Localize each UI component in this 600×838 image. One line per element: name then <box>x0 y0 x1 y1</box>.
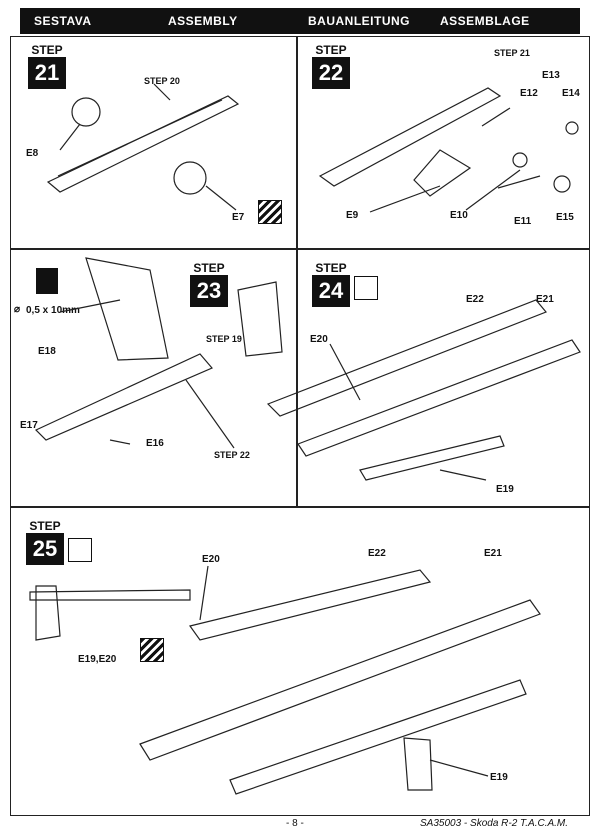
panel-divider-vertical <box>296 36 298 506</box>
step-label: STEP <box>29 519 61 533</box>
callout-e20-s25: E20 <box>202 554 220 565</box>
callout-e22-s24: E22 <box>466 294 484 305</box>
callout-e14: E14 <box>562 88 580 99</box>
cradle-e22-s24 <box>266 299 547 417</box>
kit-title: SA35003 - Skoda R-2 T.A.C.A.M. <box>420 818 569 829</box>
shield-part <box>85 257 169 361</box>
rod-e19e20 <box>29 589 191 601</box>
glue-icon <box>36 268 58 294</box>
callout-e21-s24: E21 <box>536 294 554 305</box>
step-label: STEP <box>315 43 347 57</box>
step-23-badge: STEP 23 <box>190 262 228 307</box>
diameter-icon: ⌀ <box>14 304 21 315</box>
panel-divider-row2 <box>10 506 590 508</box>
callout-step19: STEP 19 <box>206 334 242 344</box>
header-bar: SESTAVA ASSEMBLY BAUANLEITUNG ASSEMBLAGE <box>20 8 580 34</box>
callout-e21-s25: E21 <box>484 548 502 559</box>
callout-e10: E10 <box>450 210 468 221</box>
page-number: - 8 - <box>286 818 304 829</box>
step-number: 22 <box>312 57 350 89</box>
part-e10 <box>512 152 528 168</box>
panel-divider-row1 <box>10 248 590 250</box>
part-e9 <box>413 149 472 197</box>
part-e8 <box>71 97 101 127</box>
callout-e19e20: E19,E20 <box>78 654 117 665</box>
callout-e12: E12 <box>520 88 538 99</box>
step-label: STEP <box>315 261 347 275</box>
header-german: BAUANLEITUNG <box>308 14 410 28</box>
part-e15 <box>553 175 571 193</box>
callout-e22-s25: E22 <box>368 548 386 559</box>
barrel-e21-s24 <box>297 339 581 457</box>
step-number: 25 <box>26 533 64 565</box>
callout-step21: STEP 21 <box>494 48 530 58</box>
callout-e8: E8 <box>26 148 39 159</box>
part-e7 <box>173 161 207 195</box>
callout-wire: 0,5 x 10mm <box>26 305 80 316</box>
callout-e11: E11 <box>514 216 532 227</box>
callout-step20: STEP 20 <box>144 76 180 86</box>
callout-e16: E16 <box>146 438 164 449</box>
step-number: 24 <box>312 275 350 307</box>
step-number: 23 <box>190 275 228 307</box>
step-21-badge: STEP 21 <box>28 44 66 89</box>
step-number: 21 <box>28 57 66 89</box>
barrel-e21-s25 <box>139 599 541 761</box>
barrel-assembly-s21 <box>46 95 240 193</box>
rod-e19-s25 <box>229 679 527 795</box>
callout-e7: E7 <box>232 212 245 223</box>
callout-e13: E13 <box>542 70 560 81</box>
symmetry-icon <box>68 538 92 562</box>
callout-e19-s25: E19 <box>490 772 508 783</box>
step-22-badge: STEP 22 <box>312 44 350 89</box>
callout-e17: E17 <box>20 420 38 431</box>
header-czech: SESTAVA <box>34 14 92 28</box>
cradle-e22-s25 <box>188 569 432 641</box>
step-label: STEP <box>193 261 225 275</box>
header-french: ASSEMBLAGE <box>440 14 530 28</box>
instruction-frame <box>10 36 590 816</box>
mount-e19-s25 <box>403 737 433 791</box>
step-24-badge: STEP 24 <box>312 262 350 307</box>
barrel-assembly-s22 <box>318 87 502 187</box>
mount-e19e20 <box>35 585 61 641</box>
paint-hatch-icon <box>258 200 282 224</box>
rod-e19-s24 <box>359 435 505 481</box>
paint-hatch-icon <box>140 638 164 662</box>
part-e14 <box>565 121 579 135</box>
header-english: ASSEMBLY <box>168 14 238 28</box>
step-25-badge: STEP 25 <box>26 520 64 565</box>
symmetry-icon <box>354 276 378 300</box>
step19-shield <box>237 281 283 357</box>
callout-step22: STEP 22 <box>214 450 250 460</box>
callout-e9: E9 <box>346 210 359 221</box>
callout-e15: E15 <box>556 212 574 223</box>
step-label: STEP <box>31 43 63 57</box>
callout-e19-s24: E19 <box>496 484 514 495</box>
callout-e20-s24: E20 <box>310 334 328 345</box>
barrel-assembly-s23 <box>34 353 213 441</box>
callout-e18: E18 <box>38 346 56 357</box>
